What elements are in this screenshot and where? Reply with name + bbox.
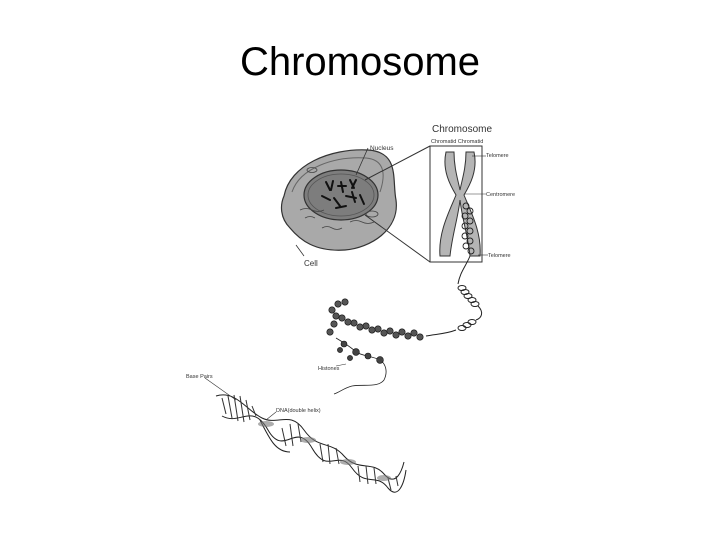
nucleus	[303, 169, 379, 221]
nucleus-rim	[307, 173, 375, 217]
nucleus-label: Nucleus	[370, 145, 394, 152]
slide-title: Chromosome	[239, 40, 481, 84]
x-chromosome	[439, 151, 481, 257]
chromatin-coil	[461, 202, 475, 255]
zoom-line-bottom	[364, 214, 431, 263]
solenoid	[326, 298, 424, 341]
cell-top-face	[291, 157, 384, 193]
nucleus-pointer	[355, 147, 369, 176]
base-pair-rungs	[221, 394, 399, 491]
histones-label: Histones	[318, 366, 340, 372]
telomere-bottom-label: Telomere	[488, 253, 511, 259]
chromatin-fiber	[425, 255, 483, 337]
centromere-label: Centromere	[486, 192, 515, 198]
dna-label: DNA(double helix)	[276, 408, 321, 414]
cell-pointer	[295, 244, 305, 257]
base-pair-label: Base Pairs	[186, 374, 213, 380]
cell	[280, 149, 397, 251]
histones-pointer	[335, 363, 347, 367]
nucleosome-string	[333, 337, 387, 395]
organelles	[299, 167, 379, 230]
telomere-top-label: Telomere	[486, 153, 509, 159]
diagram-heading: Chromosome	[432, 124, 492, 135]
chromatid-label: Chromatid Chromatid	[431, 139, 483, 145]
base-pair-pointer	[204, 377, 237, 401]
cell-label: Cell	[304, 259, 318, 268]
helix-shading	[258, 421, 391, 481]
dna-pointer	[265, 411, 277, 421]
nucleus-chromosomes	[321, 179, 365, 209]
zoom-line-top	[364, 145, 431, 181]
